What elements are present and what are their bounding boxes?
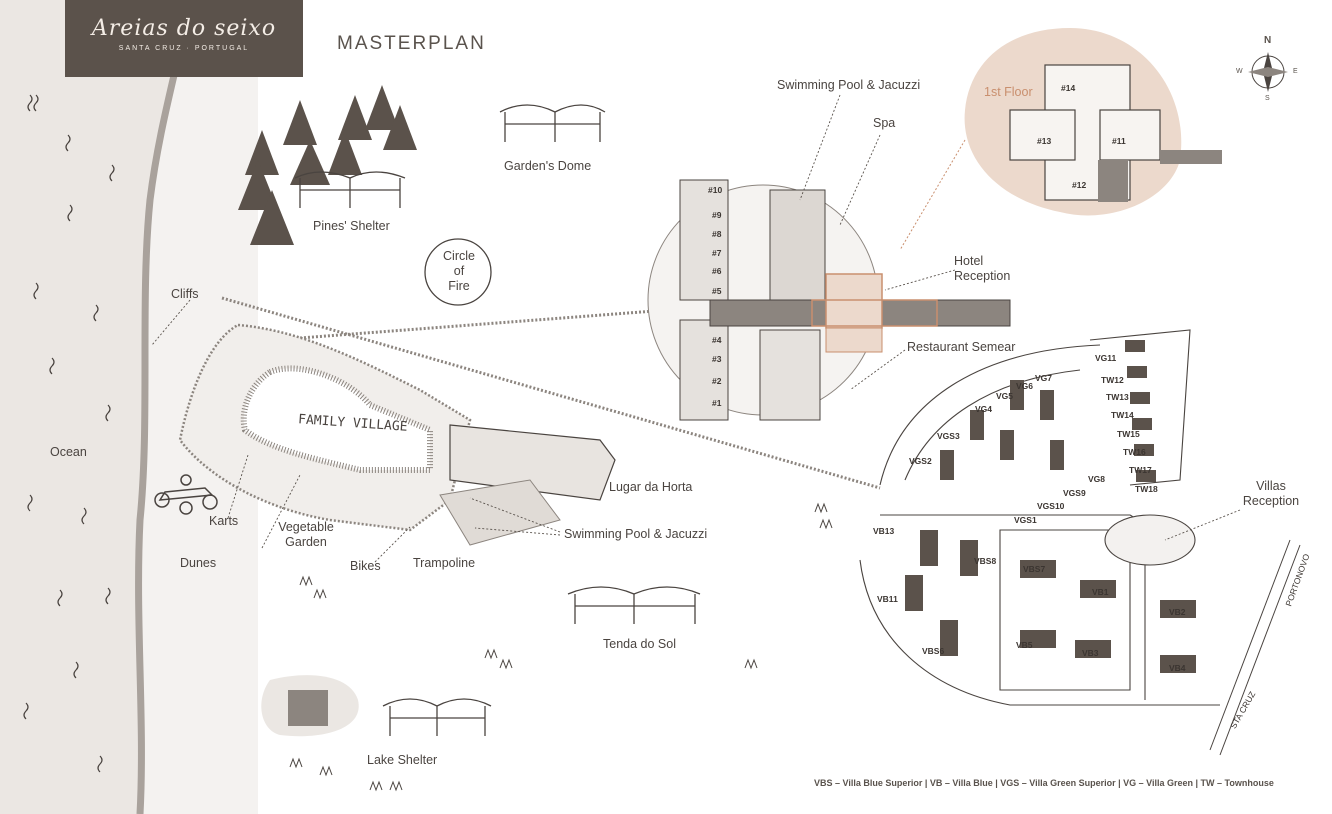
townhouse-label: TW13 xyxy=(1106,392,1129,402)
label-circle-of-fire-line3: Fire xyxy=(448,279,470,293)
room-label: #4 xyxy=(712,335,722,345)
pine-trees xyxy=(238,85,417,245)
villa-blue-label: VB4 xyxy=(1169,663,1186,673)
villa-blue-label: VB5 xyxy=(1016,640,1033,650)
townhouse-label: TW15 xyxy=(1117,429,1140,439)
room-label: #7 xyxy=(712,248,722,258)
room-label: #2 xyxy=(712,376,722,386)
label-bikes: Bikes xyxy=(350,559,381,573)
label-karts: Karts xyxy=(209,514,239,528)
label-lake-shelter: Lake Shelter xyxy=(367,753,438,767)
compass-n: N xyxy=(1264,35,1272,46)
road-lines xyxy=(1209,539,1301,756)
villa-blue-label: VB11 xyxy=(877,594,898,604)
brand-name: Areias do seixo xyxy=(91,16,277,41)
villa-blue-label: VBS8 xyxy=(974,556,997,566)
villa-buildings xyxy=(905,340,1196,673)
compass-w: W xyxy=(1236,68,1243,75)
villa-label: VGS2 xyxy=(909,456,932,466)
label-pines-shelter: Pines' Shelter xyxy=(313,219,390,233)
first-floor-plan xyxy=(899,28,1222,251)
hotel-complex xyxy=(647,179,1011,421)
label-hotel-reception: Hotel Reception xyxy=(954,254,1010,284)
label-villas-reception-line1: Villas xyxy=(1256,479,1286,493)
label-trampoline: Trampoline xyxy=(413,556,476,570)
first-floor-room-label: #14 xyxy=(1061,83,1076,93)
villa-label: VG8 xyxy=(1088,474,1106,484)
label-gardens-dome: Garden's Dome xyxy=(504,159,592,173)
compass-s: S xyxy=(1265,95,1270,102)
villa-blue-label: VBS6 xyxy=(922,646,945,656)
ocean-area xyxy=(0,0,190,814)
villa-label: VG11 xyxy=(1095,353,1117,363)
label-tenda-do-sol: Tenda do Sol xyxy=(603,637,676,651)
townhouse-label: TW17 xyxy=(1129,465,1152,475)
villas-complex xyxy=(859,329,1220,706)
villa-label: VG5 xyxy=(996,391,1014,401)
room-label: #3 xyxy=(712,354,722,364)
label-dunes: Dunes xyxy=(180,556,217,570)
compass-e: E xyxy=(1293,68,1298,75)
villa-blue-label: VB2 xyxy=(1169,607,1186,617)
room-label: #1 xyxy=(712,398,722,408)
first-floor-room-label: #12 xyxy=(1072,180,1087,190)
leader-lines xyxy=(151,94,1241,563)
label-restaurant: Restaurant Semear xyxy=(907,340,1016,354)
first-floor-room-label: #11 xyxy=(1112,136,1126,146)
brand-logo: Areias do seixo SANTA CRUZ · PORTUGAL xyxy=(65,0,303,77)
label-cliffs: Cliffs xyxy=(171,287,199,301)
label-swimming-pool-top: Swimming Pool & Jacuzzi xyxy=(777,78,921,92)
first-floor-room-label: #13 xyxy=(1037,136,1052,146)
label-swimming-pool-bottom: Swimming Pool & Jacuzzi xyxy=(564,527,708,541)
villa-label: VG6 xyxy=(1016,381,1034,391)
townhouse-label: TW18 xyxy=(1135,484,1158,494)
villa-blue-label: VB13 xyxy=(873,526,895,536)
townhouse-label: TW16 xyxy=(1123,447,1146,457)
townhouse-label: TW12 xyxy=(1101,375,1124,385)
villa-label: VGS9 xyxy=(1063,488,1086,498)
villa-label: VG7 xyxy=(1035,373,1053,383)
villa-blue-label: VB1 xyxy=(1092,587,1109,597)
label-ocean: Ocean xyxy=(50,445,87,459)
label-villas-reception-line2: Reception xyxy=(1242,494,1300,508)
room-label: #8 xyxy=(712,229,722,239)
villa-label: VG4 xyxy=(975,404,993,414)
villa-blue-label: VB3 xyxy=(1082,648,1099,658)
room-label: #6 xyxy=(712,266,722,276)
label-hotel-reception-line1: Hotel xyxy=(954,254,984,268)
label-circle-of-fire-line1: Circle xyxy=(443,249,475,263)
label-vegetable-garden: Vegetable Garden xyxy=(276,520,336,550)
page-title: MASTERPLAN xyxy=(337,33,486,54)
villa-blue-label: VBS7 xyxy=(1023,564,1046,574)
label-villas-reception: Villas Reception xyxy=(1240,479,1302,509)
townhouse-label: TW14 xyxy=(1111,410,1134,420)
villa-label: VGS1 xyxy=(1014,515,1037,525)
brand-subtitle: SANTA CRUZ · PORTUGAL xyxy=(118,45,250,52)
label-vegetable-garden-line1: Vegetable xyxy=(278,520,334,534)
circle-of-fire xyxy=(424,238,492,306)
kart-drawing xyxy=(154,474,218,515)
wave-marks xyxy=(23,94,115,773)
cliff-line xyxy=(135,0,194,814)
room-label: #10 xyxy=(708,185,723,195)
villa-label: VGS10 xyxy=(1037,501,1065,511)
lake-shelter-area xyxy=(261,675,359,737)
room-label: #9 xyxy=(712,210,722,220)
compass-icon xyxy=(1248,52,1288,92)
label-vegetable-garden-line2: Garden xyxy=(285,535,327,549)
room-label: #5 xyxy=(712,286,722,296)
label-spa: Spa xyxy=(873,116,896,130)
family-village xyxy=(178,323,616,546)
legend: VBS – Villa Blue Superior | VB – Villa B… xyxy=(814,778,1274,788)
label-circle-of-fire: Circle of Fire xyxy=(435,249,483,294)
villa-label: VGS3 xyxy=(937,431,960,441)
grass-tufts xyxy=(289,502,833,792)
label-hotel-reception-line2: Reception xyxy=(954,269,1011,283)
tent-shelters xyxy=(294,104,701,736)
label-first-floor: 1st Floor xyxy=(984,85,1033,99)
label-circle-of-fire-line2: of xyxy=(453,264,465,278)
label-lugar-da-horta: Lugar da Horta xyxy=(609,480,693,494)
